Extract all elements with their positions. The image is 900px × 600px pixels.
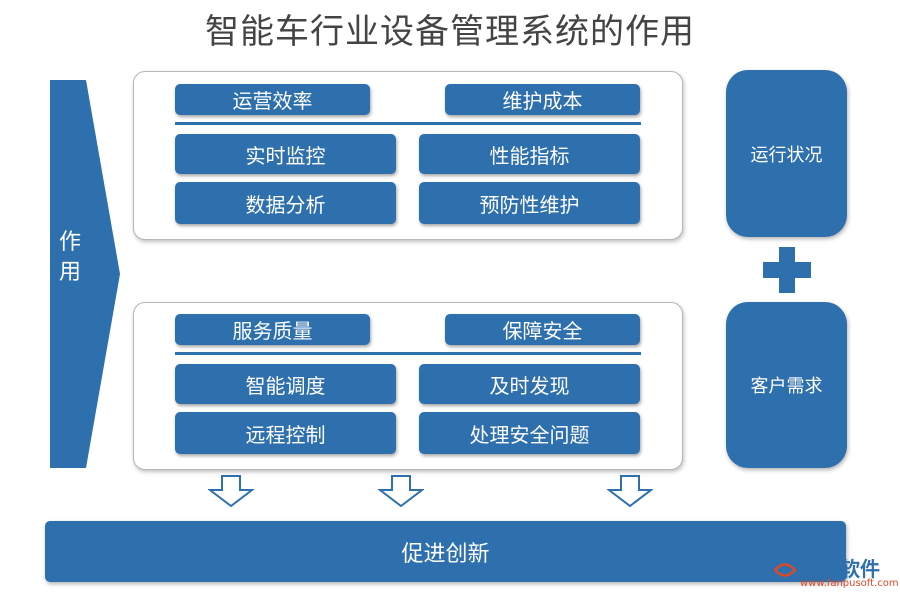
bottom-panel: 服务质量 保障安全 智能调度 及时发现 远程控制 处理安全问题 (133, 302, 683, 470)
top-panel: 运营效率 维护成本 实时监控 性能指标 数据分析 预防性维护 (133, 71, 683, 240)
header-safety-assurance: 保障安全 (445, 314, 640, 345)
brand-url: www.fanpusoft.com (800, 578, 899, 589)
item-smart-dispatch: 智能调度 (175, 364, 396, 404)
header-operation-efficiency: 运营效率 (175, 84, 370, 115)
top-panel-divider (175, 122, 641, 125)
brand-logo-icon (773, 563, 797, 577)
left-arrow-label-line1: 作 (58, 230, 81, 255)
header-service-quality: 服务质量 (175, 314, 370, 345)
item-handle-safety-issues: 处理安全问题 (419, 412, 640, 454)
bottom-bar-promote-innovation: 促进创新 (45, 521, 846, 582)
item-preventive-maintenance: 预防性维护 (419, 182, 640, 224)
item-realtime-monitoring: 实时监控 (175, 134, 396, 174)
down-arrow-icon (208, 475, 254, 507)
item-performance-metrics: 性能指标 (419, 134, 640, 174)
item-remote-control: 远程控制 (175, 412, 396, 454)
right-box-operating-status: 运行状况 (726, 70, 847, 237)
item-data-analysis: 数据分析 (175, 182, 396, 224)
left-chevron-arrow (50, 80, 120, 468)
left-arrow-label: 作 用 (54, 228, 86, 288)
header-maintenance-cost: 维护成本 (445, 84, 640, 115)
right-box-customer-demand: 客户需求 (726, 302, 847, 468)
bottom-panel-divider (175, 352, 641, 355)
item-timely-detection: 及时发现 (419, 364, 640, 404)
brand-name: 泛普软件 (800, 557, 880, 581)
page-title: 智能车行业设备管理系统的作用 (205, 12, 695, 52)
down-arrow-icon (378, 475, 424, 507)
plus-icon (763, 247, 811, 293)
left-arrow-label-line2: 用 (58, 260, 81, 285)
down-arrow-icon (607, 475, 653, 507)
